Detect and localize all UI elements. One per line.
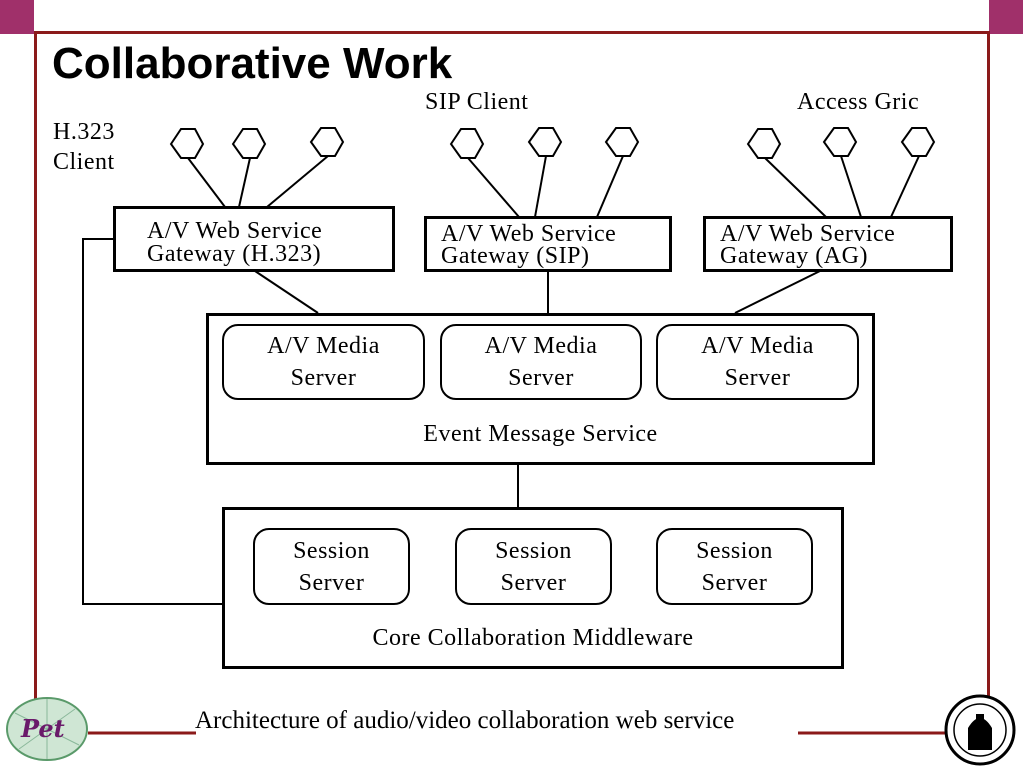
gateway-ag-box: A/V Web Service Gateway (AG) — [703, 216, 953, 272]
institute-seal-logo — [940, 692, 1020, 767]
media-server-1-line2: Server — [290, 365, 357, 391]
session-server-2: Session Server — [455, 528, 612, 605]
event-message-service-label: Event Message Service — [423, 421, 658, 447]
gateway-ag-line1: A/V Web Service — [720, 221, 896, 247]
gateway-sip-line2: Gateway (SIP) — [441, 243, 590, 269]
slide-title: Collaborative Work — [52, 39, 453, 88]
core-middleware-label: Core Collaboration Middleware — [372, 625, 694, 651]
pet-unit-logo: Pet — [3, 693, 93, 765]
session-server-1-line2: Server — [298, 569, 365, 596]
pet-logo-text: Pet — [20, 714, 65, 743]
h323-client-label-line2: Client — [53, 149, 115, 175]
media-server-2-line1: A/V Media — [484, 333, 598, 359]
session-server-3-line1: Session — [696, 537, 773, 564]
session-server-1: Session Server — [253, 528, 410, 605]
media-server-1-line1: A/V Media — [267, 333, 380, 359]
diagram-caption: Architecture of audio/video collaboratio… — [195, 707, 735, 734]
media-server-3: A/V Media Server — [656, 324, 859, 400]
session-server-3: Session Server — [656, 528, 813, 605]
slide-frame — [34, 31, 990, 731]
sip-client-label: SIP Client — [425, 89, 529, 115]
media-server-3-line2: Server — [724, 365, 791, 391]
h323-client-label: H.323 — [53, 119, 115, 145]
corner-accent-left — [0, 0, 34, 34]
media-server-1: A/V Media Server — [222, 324, 425, 400]
gateway-sip-box: A/V Web Service Gateway (SIP) — [424, 216, 672, 272]
session-server-1-line1: Session — [293, 537, 370, 564]
media-server-2-line2: Server — [508, 365, 574, 391]
access-grid-label: Access Gric — [797, 89, 920, 115]
corner-accent-right — [989, 0, 1023, 34]
media-server-2: A/V Media Server — [440, 324, 642, 400]
gateway-h323-line1: A/V Web Service — [147, 218, 323, 244]
gateway-h323-line2: Gateway (H.323) — [147, 241, 322, 267]
session-server-2-line2: Server — [500, 569, 567, 596]
session-server-2-line1: Session — [495, 537, 572, 564]
gateway-sip-line1: A/V Web Service — [441, 221, 617, 247]
gateway-h323-box: A/V Web Service Gateway (H.323) — [113, 206, 395, 272]
gateway-ag-line2: Gateway (AG) — [720, 243, 868, 269]
media-server-3-line1: A/V Media — [701, 333, 814, 359]
session-server-3-line2: Server — [701, 569, 768, 596]
